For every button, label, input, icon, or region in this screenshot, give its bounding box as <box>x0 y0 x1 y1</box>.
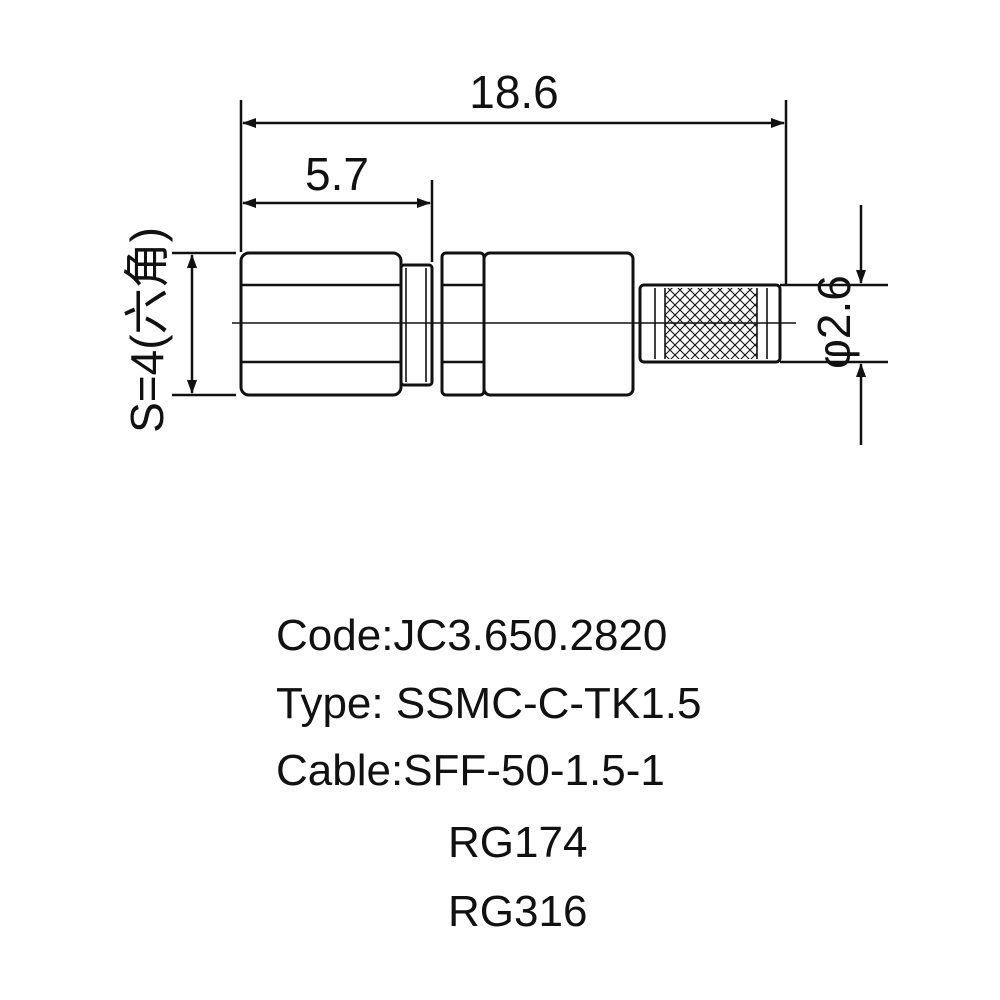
overall-length-label: 18.6 <box>469 66 559 118</box>
hex-nut <box>239 251 403 397</box>
cable-text: Cable:SFF-50-1.5-1 <box>276 746 665 795</box>
cable-alt-text: RG174 <box>448 818 588 867</box>
code-text: Code:JC3.650.2820 <box>276 611 668 660</box>
type-text: Type: SSMC-C-TK1.5 <box>276 679 702 728</box>
rear-hex-nut <box>440 251 486 397</box>
cable-alt-text: RG316 <box>448 887 588 936</box>
hex-length-label: 5.7 <box>305 148 369 200</box>
dimension-lines <box>187 118 866 445</box>
main-body <box>482 251 635 397</box>
extension-lines <box>172 100 888 397</box>
neck-sleeve <box>399 263 434 387</box>
diameter-label: φ2.6 <box>808 275 860 369</box>
hex-size-label: S=4(六角) <box>121 227 173 433</box>
connector-body <box>232 251 796 397</box>
